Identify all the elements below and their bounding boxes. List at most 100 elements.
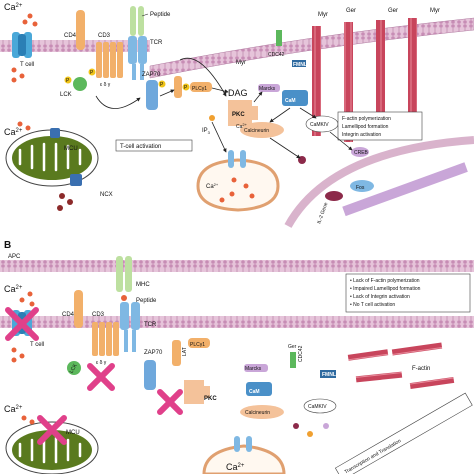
panel-a-myr-label: Myr bbox=[430, 8, 440, 14]
arrow bbox=[269, 107, 291, 123]
panel-a-calcium-channel bbox=[12, 32, 32, 58]
block-x-icon bbox=[37, 415, 67, 445]
panel-b-ger-label: Ger bbox=[288, 344, 297, 350]
panel-a-dna bbox=[342, 162, 468, 217]
panel-b-apc-membrane bbox=[0, 260, 474, 272]
panel-a-peptide-label: Peptide bbox=[150, 12, 171, 18]
panel-b-outcome-item: • Impaired Lamellipod formation bbox=[350, 286, 421, 292]
panel-b-transcription-label: Transcription and Translation bbox=[344, 438, 403, 474]
panel-a-pkc bbox=[228, 100, 258, 126]
ion-dot bbox=[231, 177, 237, 183]
panel-a-er bbox=[196, 158, 280, 212]
block-x-icon bbox=[5, 307, 39, 341]
panel-b-letter: B bbox=[4, 240, 11, 251]
phospho-label: P bbox=[90, 70, 94, 76]
panel-b-lck bbox=[67, 361, 81, 375]
block-x-icon bbox=[157, 389, 183, 415]
panel-b-peptide-label: Peptide bbox=[136, 298, 157, 304]
panel-b-pkc-label: PKC bbox=[204, 396, 217, 402]
ion-dot bbox=[11, 347, 17, 353]
panel-b-mcu-label: MCU bbox=[66, 430, 80, 436]
panel-a-mcu-label: MCU bbox=[64, 146, 78, 152]
panel-a-lck bbox=[73, 77, 87, 91]
phospho-marker bbox=[64, 76, 72, 84]
panel-b-apc-label: APC bbox=[8, 254, 21, 260]
panel-a-marcks bbox=[258, 84, 280, 92]
panel-a-cd3-label: CD3 bbox=[98, 33, 111, 39]
panel-a-ca-ion-label: Ca2+ bbox=[206, 182, 219, 190]
panel-a-dag-label: DAG bbox=[228, 88, 248, 98]
panel-b-tcr-label: TCR bbox=[144, 322, 157, 328]
panel-b-outcome-item: • Lack of Integrin activation bbox=[350, 294, 410, 300]
ion-dot bbox=[19, 73, 25, 79]
ion-dot bbox=[27, 13, 33, 19]
panel-a-ncx-label: NCX bbox=[100, 192, 113, 198]
panel-a-ip3-receptor bbox=[228, 150, 246, 168]
arrow bbox=[179, 57, 227, 97]
transcription-factor bbox=[307, 431, 313, 437]
panel-b-cdc42-label: CDC42 bbox=[298, 345, 304, 362]
phospho-marker bbox=[158, 80, 166, 88]
ion-dot bbox=[67, 199, 73, 205]
ion-dot bbox=[11, 67, 17, 73]
ion-dot bbox=[19, 297, 25, 303]
panel-a-camkiv-label: CaMKIV bbox=[310, 122, 329, 128]
ion-dot bbox=[27, 291, 33, 297]
panel-b-transcription-band: Transcription and Translation bbox=[334, 392, 473, 474]
block-x-icon bbox=[87, 363, 115, 391]
ion-dot bbox=[249, 193, 255, 199]
panel-b-outcome-item: • Lack of F-actin polymerization bbox=[350, 278, 420, 284]
arrow bbox=[95, 95, 141, 109]
panel-a-fos bbox=[350, 180, 374, 192]
panel-a-myr-label: Myr bbox=[236, 60, 246, 66]
panel-b-ca-ion-label: Ca2+ bbox=[226, 462, 245, 472]
ion-dot bbox=[25, 125, 31, 131]
panel-a-il2-gene-label: IL-2 Gene bbox=[316, 202, 329, 225]
panel-b-cd3 bbox=[92, 322, 119, 356]
panel-a-cam bbox=[282, 90, 308, 106]
panel-a-nfat bbox=[325, 191, 343, 201]
panel-a-ca-ion-label: Ca2+ bbox=[4, 2, 23, 12]
arrow bbox=[269, 137, 301, 159]
panel-a-ip3-label: IP3 bbox=[202, 128, 211, 135]
actin-fragment bbox=[391, 342, 443, 356]
panel-a-fmnl bbox=[292, 60, 306, 67]
panel-a-zap70 bbox=[146, 80, 158, 110]
panel-a-cd3 bbox=[96, 42, 123, 78]
panel-a-chain-labels: ε δ γ bbox=[100, 82, 111, 88]
panel-a-ger-label: Ger bbox=[388, 8, 398, 14]
panel-a-marcks-label: Marcks bbox=[259, 86, 276, 92]
panel-a-tcr bbox=[128, 6, 147, 80]
actin-fragment bbox=[409, 376, 455, 390]
panel-a-t-cell-activation-box bbox=[115, 139, 193, 152]
transcription-factor bbox=[323, 423, 329, 429]
ion-dot bbox=[11, 77, 17, 83]
panel-b-er bbox=[202, 444, 286, 474]
panel-a-t-cell-activation: T-cell activation bbox=[120, 144, 161, 150]
panel-a-t-cell-label: T cell bbox=[20, 62, 34, 68]
panel-b-ip3-receptor bbox=[234, 436, 252, 452]
arrow bbox=[253, 91, 263, 103]
ion-dot bbox=[11, 357, 17, 363]
panel-b-lck-label: LCK bbox=[69, 362, 79, 374]
panel-b-calcineurin-label: Calcineurin bbox=[245, 410, 270, 416]
panel-a-fmnl-label: FMNL bbox=[293, 62, 307, 68]
panel-b-camkiv bbox=[303, 398, 337, 414]
arrow bbox=[299, 107, 317, 119]
panel-b-cam bbox=[246, 382, 272, 396]
panel-b-chain-labels: ε δ γ bbox=[96, 360, 107, 366]
panel-b-zap70-label: ZAP70 bbox=[144, 350, 163, 356]
actin-filament bbox=[408, 18, 417, 128]
panel-b-f-actin-label: F-actin bbox=[412, 366, 430, 372]
ion-dot bbox=[243, 183, 249, 189]
panel-b-mitochondrion bbox=[5, 421, 99, 474]
panel-a-myr-label: Myr bbox=[318, 12, 328, 18]
panel-a-lat bbox=[174, 76, 182, 98]
ion-dot bbox=[29, 419, 35, 425]
transcription-factor bbox=[293, 423, 299, 429]
panel-a-fos-label: Fos bbox=[356, 185, 365, 191]
ion-dot bbox=[19, 353, 25, 359]
arrow bbox=[159, 89, 175, 97]
panel-b-outcomes-box bbox=[345, 273, 471, 313]
